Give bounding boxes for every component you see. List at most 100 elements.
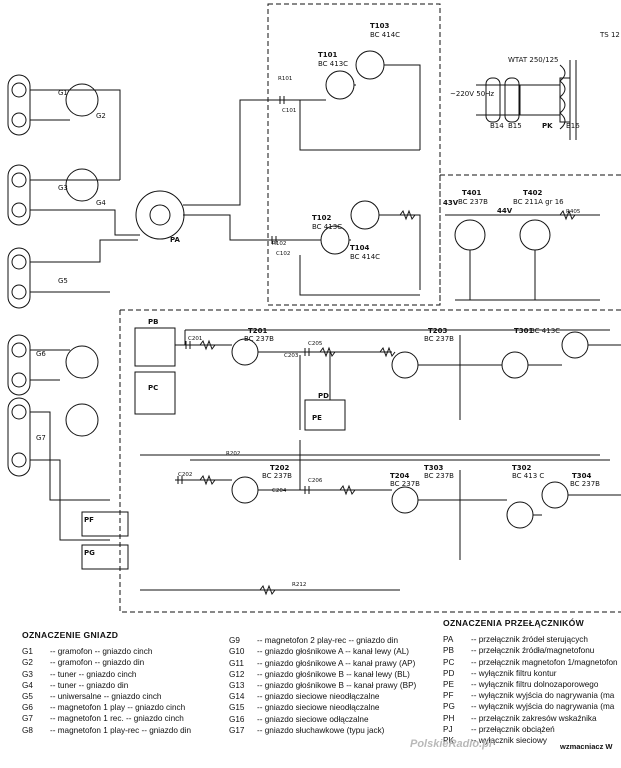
din-socket-g9 [65, 403, 99, 437]
legend-code: G10 [229, 647, 245, 657]
legend-text: -- magnetofon 2 play-rec -- gniazdo din [257, 636, 399, 646]
legend-text: -- gniazdo głośnikowe B -- kanał lewy (B… [257, 669, 410, 679]
legend-code: PG [443, 702, 455, 712]
legend-code: G11 [229, 658, 244, 668]
label-t304: T304 [572, 472, 592, 480]
selector-pa [135, 190, 185, 240]
legend-sockets-title: OZNACZENIE GNIAZD [22, 630, 119, 640]
legend-text: -- gniazdo słuchawkowe (typu jack) [257, 725, 385, 735]
label-t402: T402 [523, 189, 543, 197]
label-t302: T302 [512, 464, 532, 472]
legend-row: G11 -- gniazdo głośnikowe A -- kanał praw… [229, 658, 434, 669]
transistor-t104 [350, 200, 380, 230]
transistor-t401 [454, 219, 486, 251]
label-t401: T401 [462, 189, 482, 197]
label-c101: C101 [282, 108, 296, 114]
label-g2: G2 [96, 112, 106, 120]
label-t301: T301 [514, 327, 534, 335]
label-g6: G6 [36, 350, 46, 358]
label-t203: T203 [428, 327, 448, 335]
label-c205: C205 [308, 341, 323, 347]
label-t104: T104 [350, 244, 370, 252]
legend-row: G6-- magnetofon 1 play -- gniazdo cinch [22, 702, 227, 713]
label-pb: PB [148, 318, 158, 326]
legend-text: -- przełącznik magnetofon 1/magnetofon [471, 657, 618, 667]
label-t303-type: BC 237B [424, 472, 454, 480]
legend-sockets: OZNACZENIE GNIAZD G1-- gramofon -- gniaz… [22, 630, 442, 736]
label-pg: PG [84, 549, 95, 557]
din-socket-g2 [65, 83, 99, 117]
legend-text: -- magnetofon 1 rec. -- gniazdo cinch [50, 714, 184, 724]
label-c203: C203 [284, 353, 299, 359]
label-pa: PA [170, 236, 180, 244]
figure-caption: wzmacniacz W [560, 742, 613, 751]
legend-switches: OZNACZENIA PRZEŁĄCZNIKÓW PA -- przełączni… [443, 618, 621, 746]
legend-text: -- wyłącznik sieciowy [471, 736, 547, 746]
label-r101: R101 [278, 76, 292, 82]
label-t101: T101 [318, 51, 338, 59]
transistor-t101 [325, 70, 355, 100]
psu-module-border [439, 174, 621, 305]
label-c102: C102 [276, 251, 290, 257]
switch-pf [81, 511, 129, 537]
legend-row: G10-- gniazdo głośnikowe A -- kanał lewy… [229, 646, 434, 657]
legend-row: G7-- magnetofon 1 rec. -- gniazdo cinch [22, 713, 227, 724]
legend-code: PA [443, 635, 454, 645]
label-t204: T204 [390, 472, 410, 480]
legend-row: PH-- przełącznik zakresów wskaźnika [443, 713, 621, 724]
socket-g3 [7, 164, 31, 226]
legend-switches-title: OZNACZENIA PRZEŁĄCZNIKÓW [443, 618, 585, 628]
legend-row: G13-- gniazdo głośnikowe B -- kanał praw… [229, 680, 434, 691]
label-t104-type: BC 414C [350, 253, 380, 261]
transistor-t203 [391, 351, 419, 379]
legend-row: PE-- wyłącznik filtru dolnozaporowego [443, 679, 621, 690]
legend-text: -- przełącznik źródła/magnetofonu [471, 646, 595, 656]
din-socket-g4 [65, 168, 99, 202]
label-r102: R102 [272, 241, 286, 247]
legend-code: G9 [229, 636, 240, 646]
legend-text: -- przełącznik obciążeń [471, 724, 555, 734]
label-c204: C204 [272, 488, 287, 494]
transistor-t402 [519, 219, 551, 251]
switch-pc [134, 371, 176, 415]
socket-g6 [7, 334, 31, 396]
label-44v: 44V [497, 207, 513, 215]
legend-code: PK [443, 736, 454, 746]
legend-text: -- przełącznik źródeł sterujących [471, 635, 588, 645]
label-t202: T202 [270, 464, 290, 472]
legend-code: PD [443, 668, 455, 678]
legend-text: -- wyłącznik wyjścia do nagrywania (ma [471, 702, 615, 712]
legend-text: -- uniwersalne -- gniazdo cinch [50, 692, 162, 702]
label-c202: C202 [178, 472, 192, 478]
legend-code: PB [443, 646, 454, 656]
socket-g7 [7, 397, 31, 477]
legend-code: PC [443, 657, 455, 667]
label-r212: R212 [292, 582, 306, 588]
legend-row: G8-- magnetofon 1 play-rec -- gniazdo di… [22, 725, 227, 736]
legend-row: G1-- gramofon -- gniazdo cinch [22, 646, 227, 657]
label-t402-type: BC 211A gr 16 [513, 198, 564, 206]
legend-row: G5-- uniwersalne -- gniazdo cinch [22, 691, 227, 702]
label-pc: PC [148, 384, 158, 392]
transistor-t103 [355, 50, 385, 80]
legend-row: G12 -- gniazdo głośnikowe B -- kanał lewy… [229, 669, 434, 680]
legend-sockets-col1: G1-- gramofon -- gniazdo cinch G2-- gram… [22, 646, 227, 736]
legend-code: G15 [229, 703, 245, 713]
label-r405: R405 [566, 209, 581, 215]
legend-row: G3-- tuner -- gniazdo cinch [22, 669, 227, 680]
legend-code: G2 [22, 658, 33, 668]
label-t201: T201 [248, 327, 268, 335]
legend-row: PF-- wyłącznik wyjścia do nagrywania (ma [443, 690, 621, 701]
transistor-t301 [501, 351, 529, 379]
label-t302-type: BC 413 C [512, 472, 544, 480]
legend-text: -- przełącznik zakresów wskaźnika [471, 713, 597, 723]
legend-code: PJ [443, 724, 453, 734]
legend-code: G12 [229, 669, 245, 679]
legend-text: -- gniazdo głośnikowe A -- kanał prawy (… [257, 658, 416, 668]
label-t301-type: BC 413C [530, 327, 560, 335]
legend-row: G17-- gniazdo słuchawkowe (typu jack) [229, 725, 434, 736]
legend-text: -- gniazdo sieciowe odłączalne [257, 714, 369, 724]
legend-row: PJ -- przełącznik obciążeń [443, 724, 621, 735]
label-t204-type: BC 237B [390, 480, 420, 488]
